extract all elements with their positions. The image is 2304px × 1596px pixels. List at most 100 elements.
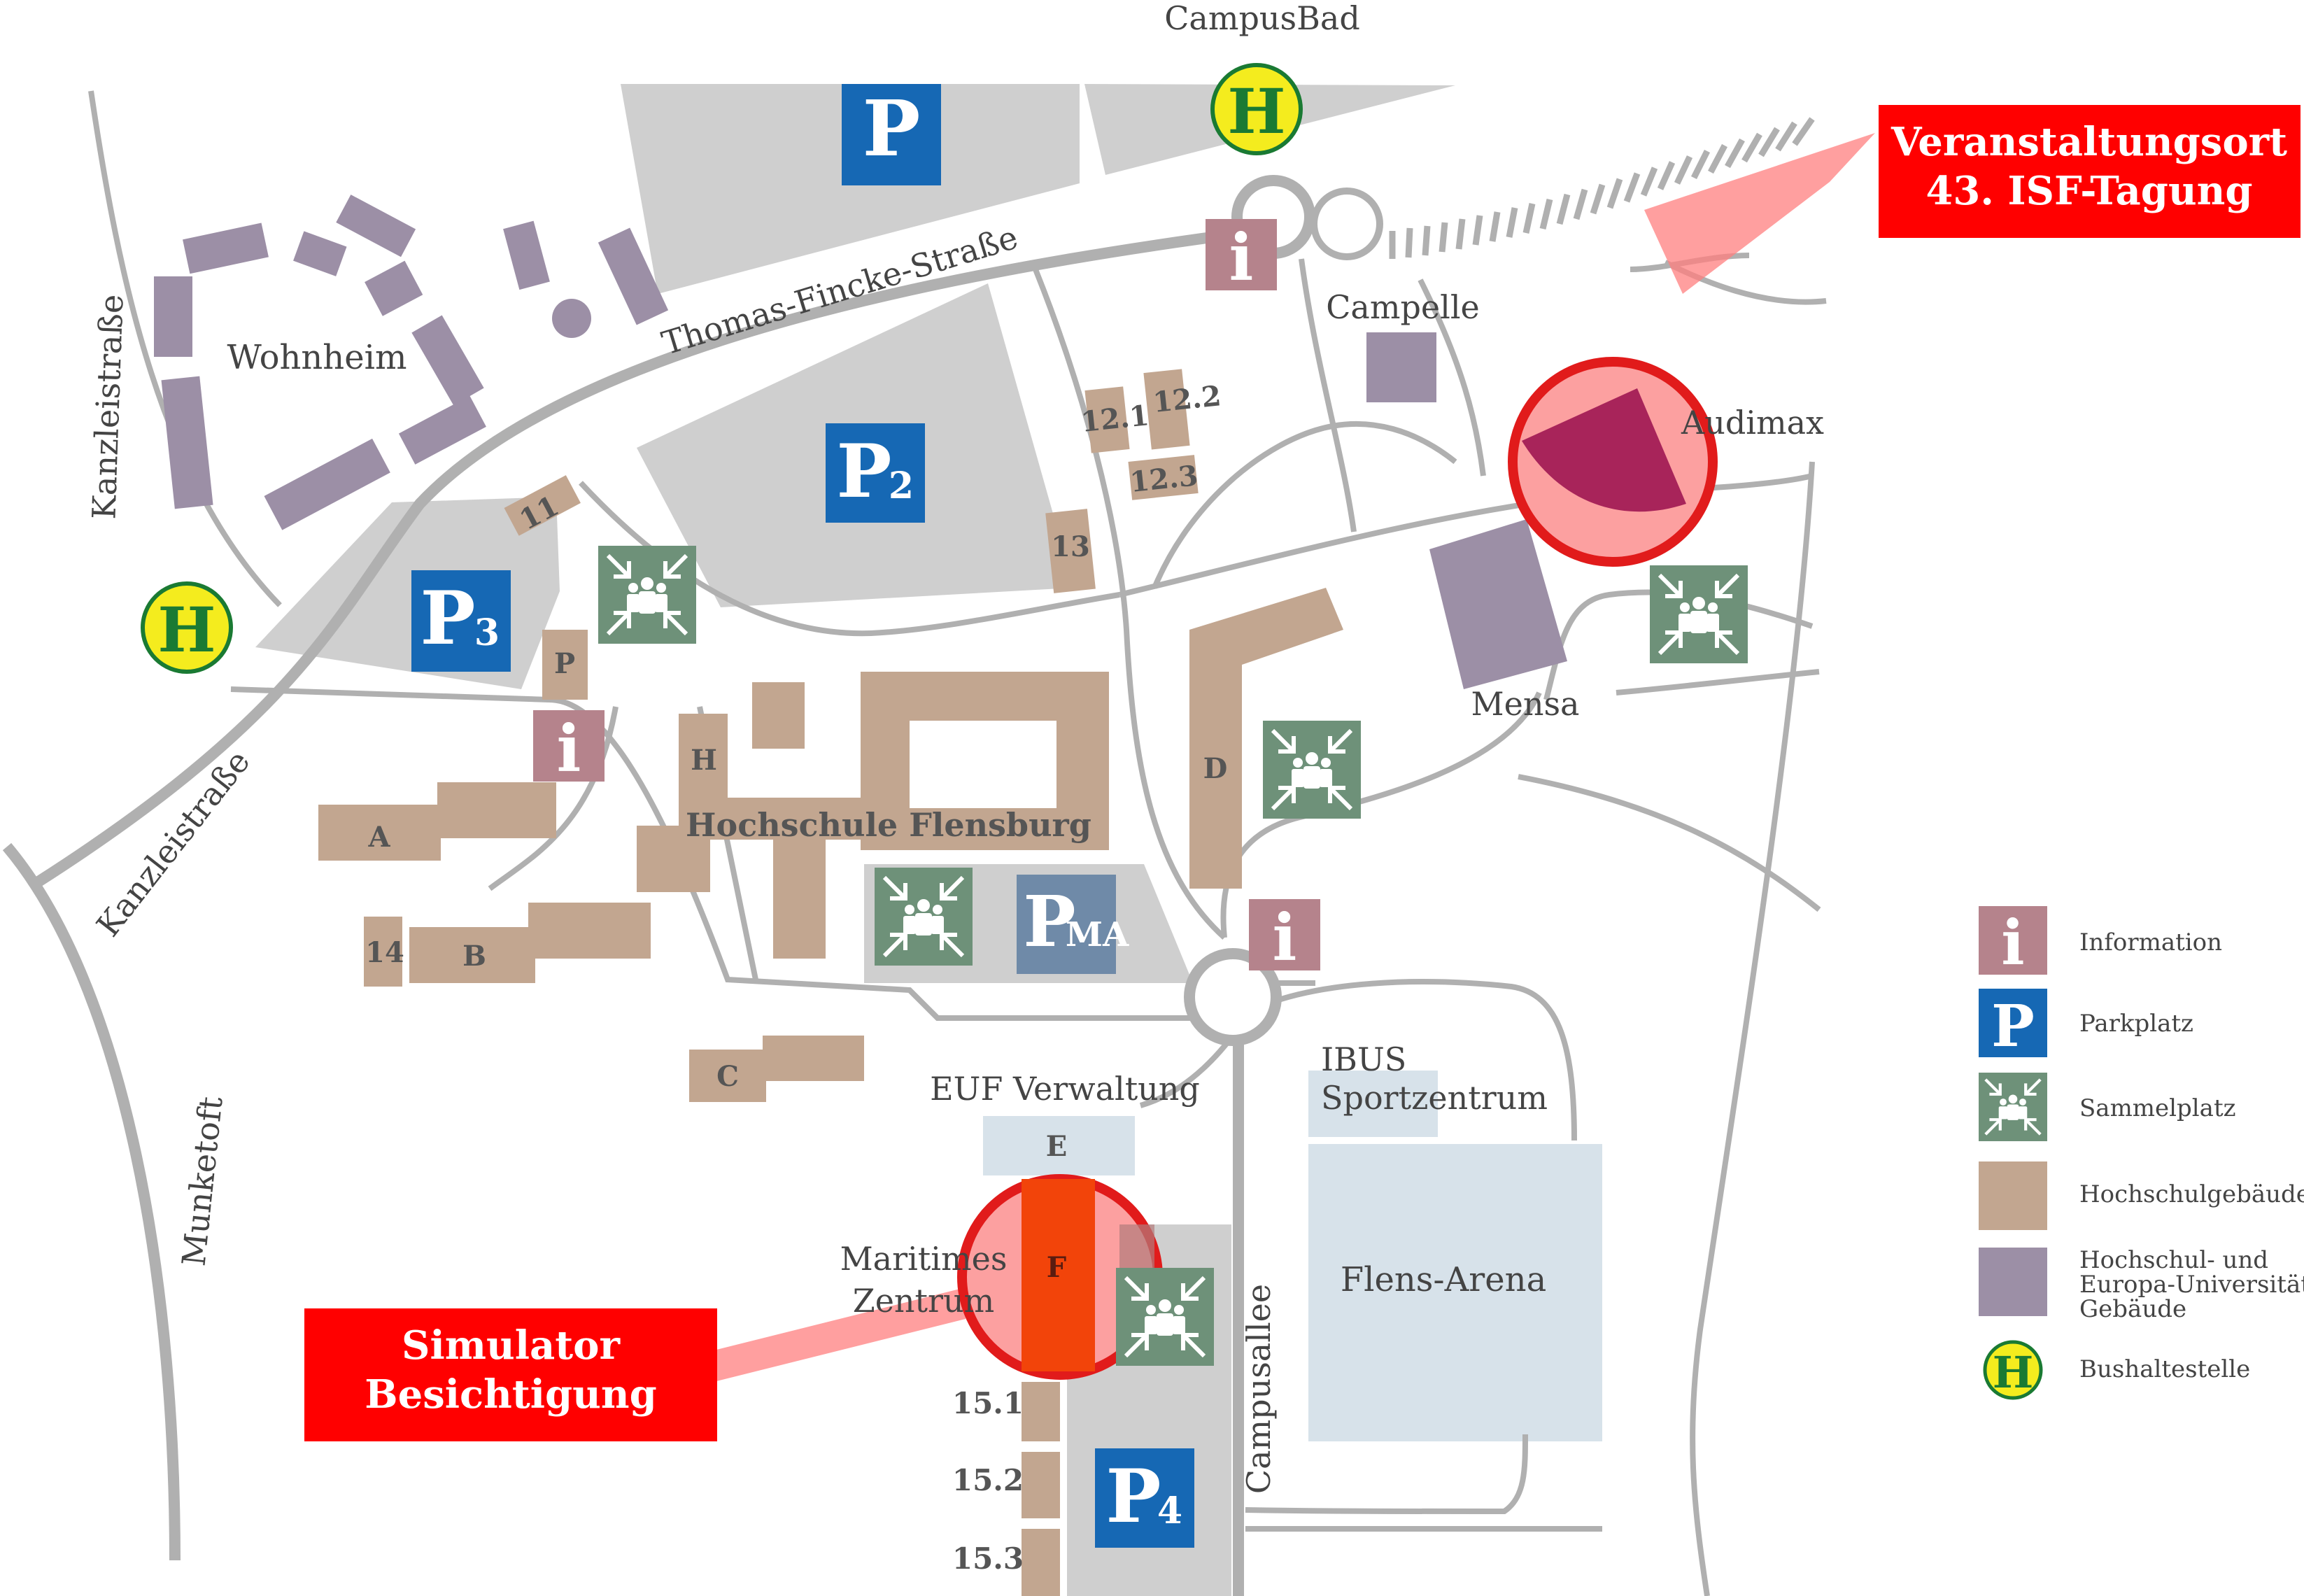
label-wohnheim: Wohnheim — [227, 338, 407, 377]
label-campusbad: CampusBad — [1164, 0, 1360, 37]
assembly-point-icon — [1979, 1073, 2047, 1141]
label-mensa: Mensa — [1471, 685, 1580, 723]
parking-sign-pma: P MA — [1017, 875, 1129, 974]
svg-text:i: i — [1229, 220, 1254, 295]
label-sportzentrum: Sportzentrum — [1321, 1079, 1548, 1117]
info-sign-icon — [533, 710, 605, 782]
svg-text:P: P — [1106, 1453, 1161, 1539]
building-15-3: 15.3 — [952, 1541, 1024, 1576]
simulator-callout-line1: Simulator — [402, 1322, 621, 1369]
label-kanzleistrasse-north: Kanzleistraße — [85, 294, 130, 520]
legend-parkplatz: Parkplatz — [2079, 1010, 2193, 1038]
building-d: D — [1203, 752, 1228, 785]
campelle-building — [1366, 332, 1436, 402]
building-12-3: 12.3 — [1129, 459, 1200, 499]
building-12-2: 12.2 — [1152, 379, 1223, 419]
parking-sign-p2: P 2 — [826, 423, 925, 523]
label-campusallee: Campusallee — [1240, 1284, 1278, 1494]
building-f-label: F — [1047, 1251, 1066, 1284]
legend-sammelplatz: Sammelplatz — [2079, 1094, 2236, 1122]
wohnheim-buildings — [154, 195, 669, 530]
label-kanzleistrasse-south: Kanzleistraße — [89, 743, 257, 944]
label-flens-arena: Flens-Arena — [1341, 1260, 1546, 1299]
parking-sign-icon — [842, 84, 941, 185]
label-ibus: IBUS — [1321, 1040, 1406, 1078]
legend-europa-line2: Europa-Universitäts- — [2079, 1271, 2304, 1299]
building-f — [1022, 1179, 1095, 1371]
legend-hochschulgebaeude: Hochschulgebäude — [2079, 1180, 2304, 1208]
audimax-building — [1522, 388, 1686, 512]
parking-sign-letter: P — [863, 83, 921, 174]
venue-callout: Veranstaltungsort 43. ISF-Tagung — [1879, 105, 2301, 238]
info-sign-icon — [1249, 899, 1320, 970]
building-12-1: 12.1 — [1080, 399, 1151, 439]
label-audimax: Audimax — [1681, 404, 1824, 442]
building-15-1: 15.1 — [952, 1386, 1024, 1420]
mensa-building — [1429, 519, 1567, 689]
parking-sign-icon — [411, 570, 511, 672]
svg-text:H: H — [1227, 75, 1285, 148]
parking-sign-icon — [1017, 875, 1116, 974]
svg-text:P: P — [1023, 880, 1075, 963]
venue-callout-line1: Veranstaltungsort — [1890, 119, 2287, 165]
parking-sign-icon — [826, 423, 925, 523]
svg-text:4: 4 — [1157, 1490, 1182, 1532]
hochschule-buildings — [318, 369, 1343, 1596]
main-roads — [2, 225, 1261, 1596]
assembly-point-icon — [1116, 1268, 1214, 1366]
building-14: 14 — [365, 936, 404, 969]
building-13: 13 — [1051, 530, 1090, 563]
building-a: A — [367, 821, 390, 854]
roundabouts — [1184, 175, 1383, 1046]
parking-area-north — [621, 84, 1080, 294]
ticked-path — [1389, 117, 1815, 259]
legend: i Information P Parkplatz Sammelplatz Ho… — [1979, 906, 2304, 1400]
building-numbers: 12.1 12.2 12.3 13 11 P H D A 14 B C E F … — [365, 379, 1227, 1576]
parking-sign-icon — [1979, 989, 2047, 1057]
legend-europa-line1: Hochschul- und — [2079, 1246, 2268, 1274]
legend-information: Information — [2079, 928, 2222, 956]
place-labels: CampusBad Wohnheim Kanzleistraße Thomas-… — [85, 0, 1824, 1494]
assembly-point-icon — [875, 868, 973, 966]
assembly-point-icon — [1263, 721, 1361, 819]
svg-text:P: P — [420, 574, 476, 661]
venue-callout-line2: 43. ISF-Tagung — [1925, 168, 2252, 214]
assembly-point-icon — [1650, 565, 1748, 663]
ibus-area — [1308, 1071, 1438, 1137]
svg-text:H: H — [157, 593, 215, 666]
audimax-highlight — [1508, 133, 1875, 567]
info-signs: i i i — [533, 219, 1320, 975]
parking-sign-icon — [1095, 1448, 1194, 1548]
svg-text:P: P — [1991, 993, 2035, 1060]
svg-text:i: i — [557, 711, 581, 786]
info-sign-icon — [1206, 219, 1277, 290]
label-munketoft: Munketoft — [175, 1094, 230, 1268]
venue-callout-box — [1879, 105, 2301, 238]
svg-text:H: H — [1993, 1347, 2034, 1398]
hochschule-swatch — [1979, 1161, 2047, 1230]
label-zentrum: Zentrum — [853, 1282, 995, 1320]
building-e: E — [1046, 1130, 1068, 1163]
svg-text:3: 3 — [474, 612, 500, 654]
europa-buildings — [1366, 332, 1567, 689]
bus-stop-icon — [1983, 1340, 2043, 1400]
parking-sign-p4: P 4 — [1095, 1448, 1194, 1548]
building-p: P — [554, 647, 575, 680]
building-b: B — [462, 940, 486, 973]
simulator-callout-box — [304, 1308, 717, 1441]
svg-text:i: i — [1273, 900, 1297, 975]
legend-europa-line3: Gebäude — [2079, 1295, 2186, 1323]
info-sign-icon — [1979, 906, 2047, 975]
label-campelle: Campelle — [1326, 288, 1480, 326]
svg-text:i: i — [2001, 906, 2024, 979]
euf-building-e — [983, 1116, 1135, 1175]
simulator-callout-line2: Besichtigung — [365, 1371, 656, 1418]
europa-swatch — [1979, 1248, 2047, 1316]
parking-sign-p3: P 3 — [411, 570, 511, 672]
svg-text:MA: MA — [1066, 915, 1129, 954]
label-euf-verwaltung: EUF Verwaltung — [930, 1070, 1200, 1108]
svg-text:P: P — [837, 428, 892, 514]
building-h: H — [691, 744, 717, 777]
bus-stop-icon — [141, 581, 233, 674]
